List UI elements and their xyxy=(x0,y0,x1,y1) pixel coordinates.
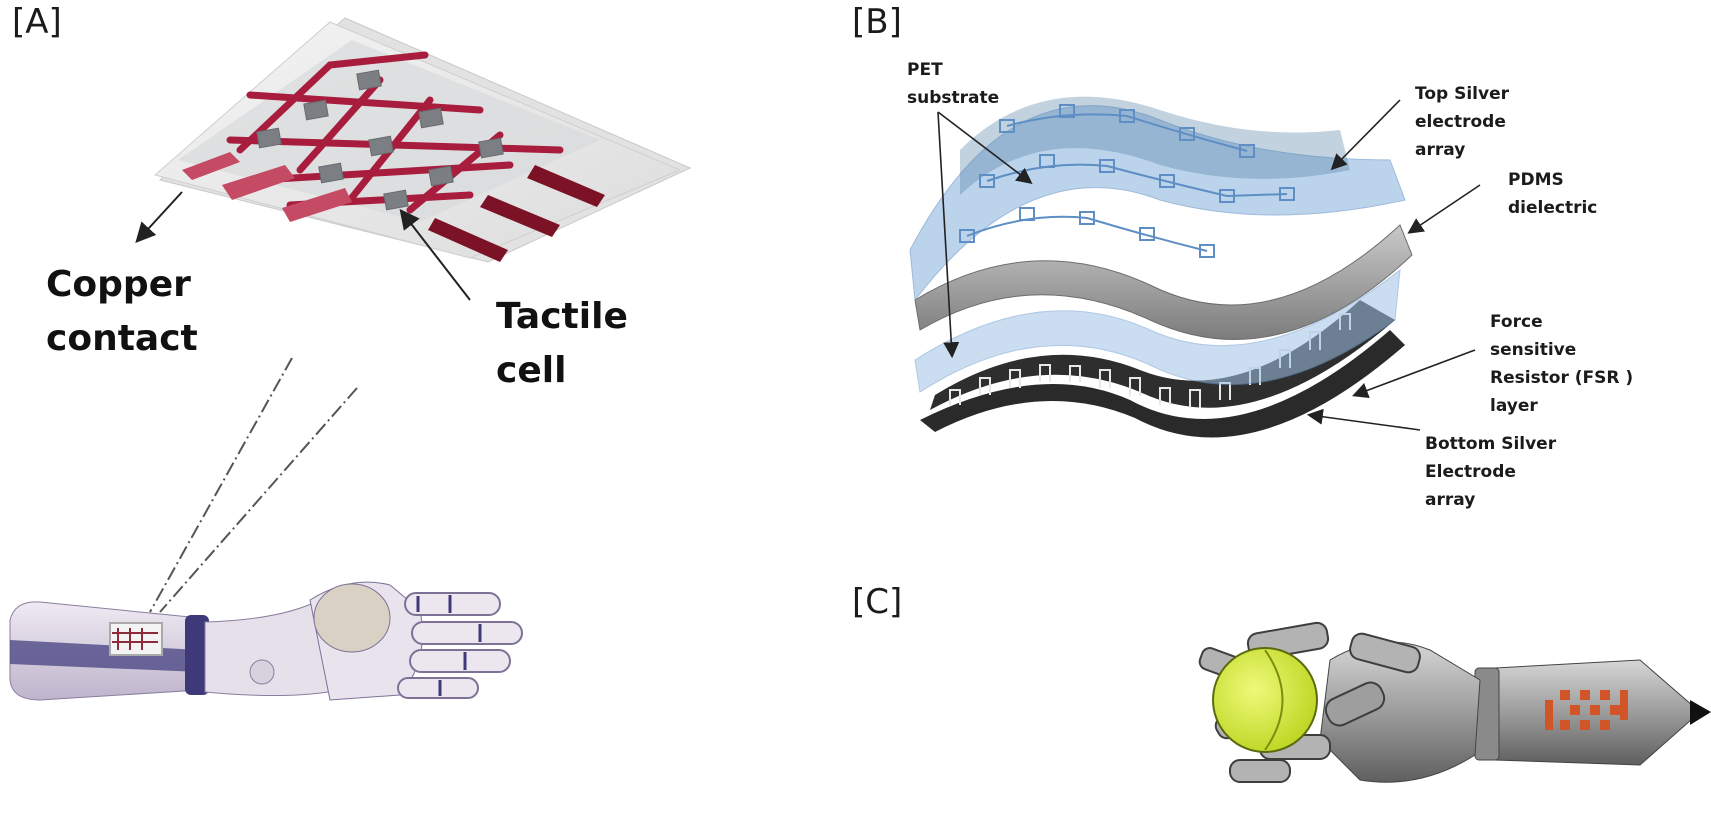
tactile-cells xyxy=(256,69,504,211)
robotic-hand-c xyxy=(1198,621,1711,783)
top-silver-electrode-label: Top Silver electrode array xyxy=(1415,84,1509,160)
tactile-cell-arrow xyxy=(399,208,471,301)
copper-contact-arrow xyxy=(135,191,183,243)
right-contact-pads xyxy=(428,165,605,262)
tennis-ball xyxy=(1212,647,1318,753)
panel-a-tag: [A] xyxy=(12,2,62,42)
bottom-silver-arrow xyxy=(1306,408,1421,431)
top-silver-arrow xyxy=(1330,99,1401,171)
forearm-sensor-grid xyxy=(1545,690,1628,730)
pet-arrow-bottom xyxy=(937,111,960,359)
pdms-layer xyxy=(914,224,1413,340)
zoom-line-2 xyxy=(159,387,358,613)
lower-pet-sheet xyxy=(914,268,1401,393)
fsr-arrow xyxy=(1352,349,1476,398)
panel-b-tag: [B] xyxy=(852,2,902,42)
bottom-silver-electrode-label: Bottom Silver Electrode array xyxy=(1425,434,1557,510)
left-contact-pads xyxy=(182,152,352,222)
pet-substrate-label: PET substrate xyxy=(907,60,1000,108)
copper-contact-label: Copper contact xyxy=(46,264,198,359)
arm-sensor-patch xyxy=(109,622,163,656)
pdms-arrow xyxy=(1407,184,1481,234)
tactile-cell-label: Tactile cell xyxy=(496,296,628,391)
zoom-line-1 xyxy=(149,357,293,613)
sensor-sheet-a xyxy=(153,17,692,263)
pet-arrow-top xyxy=(937,111,1033,184)
pdms-dielectric-label: PDMS dielectric xyxy=(1508,170,1598,218)
panel-b-arrows xyxy=(937,99,1481,431)
prosthetic-arm-a xyxy=(9,581,523,701)
panel-c-tag: [C] xyxy=(852,582,903,622)
bottom-fsr-layer xyxy=(920,330,1405,438)
fsr-layer-label: Force sensitive Resistor (FSR ) layer xyxy=(1490,312,1634,416)
upper-pet-sheet xyxy=(909,105,1406,302)
